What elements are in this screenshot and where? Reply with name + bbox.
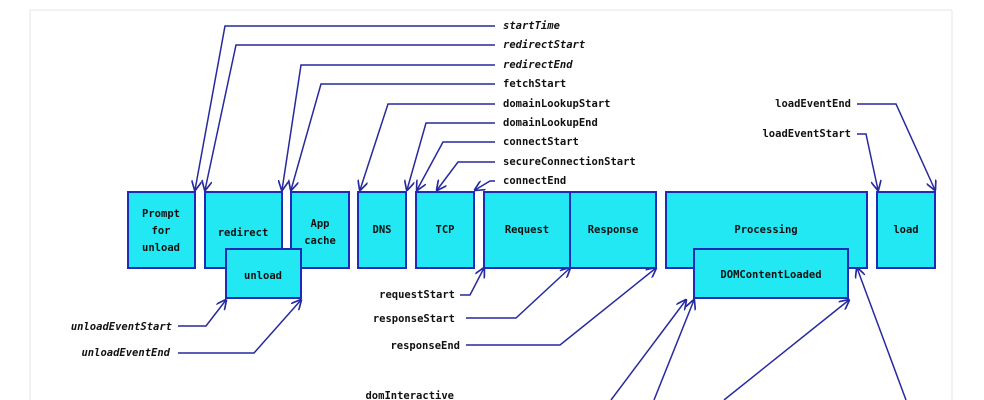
label-load-event-end: loadEventEnd <box>775 98 851 110</box>
line-redirect-start <box>205 44 495 190</box>
svg-text:Processing: Processing <box>734 224 797 236</box>
line-connect-start <box>417 141 495 190</box>
svg-text:unload: unload <box>244 270 282 282</box>
label-domain-lookup-start: domainLookupStart <box>503 98 610 110</box>
label-secure-connection-start: secureConnectionStart <box>503 156 636 168</box>
svg-text:load: load <box>893 224 918 236</box>
svg-text:redirect: redirect <box>218 227 269 239</box>
svg-text:TCP: TCP <box>436 224 455 236</box>
box-dom-content-loaded: DOMContentLoaded <box>693 248 849 299</box>
line-start-time <box>195 25 495 190</box>
svg-text:App: App <box>311 218 330 230</box>
line-dom-interactive <box>610 300 686 400</box>
label-request-start: requestStart <box>379 289 455 301</box>
label-response-start: responseStart <box>373 313 455 325</box>
box-tcp: TCP <box>415 191 475 269</box>
box-app-cache: App cache <box>290 191 350 269</box>
svg-text:DNS: DNS <box>373 224 392 236</box>
line-dom-complete <box>857 268 907 400</box>
box-prompt-for-unload: Prompt for unload <box>127 191 196 269</box>
line-domain-lookup-end <box>407 122 495 190</box>
label-load-event-start: loadEventStart <box>762 128 851 140</box>
box-unload: unload <box>225 248 302 299</box>
box-dns: DNS <box>357 191 407 269</box>
label-unload-event-end: unloadEventEnd <box>81 347 170 359</box>
label-connect-start: connectStart <box>503 136 579 148</box>
line-unload-event-end <box>178 300 301 354</box>
box-redirect: redirect <box>204 191 283 269</box>
line-domain-lookup-start <box>360 103 495 190</box>
label-domain-lookup-end: domainLookupEnd <box>503 117 598 129</box>
svg-text:for: for <box>152 225 171 237</box>
line-connect-end <box>475 180 495 190</box>
line-secure-connection-start <box>437 161 495 190</box>
svg-text:Prompt: Prompt <box>142 208 180 220</box>
label-redirect-end: redirectEnd <box>503 59 573 71</box>
svg-text:Request: Request <box>505 224 549 236</box>
label-start-time: startTime <box>503 20 560 32</box>
svg-text:DOMContentLoaded: DOMContentLoaded <box>720 269 821 281</box>
line-load-event-end <box>857 103 935 190</box>
label-fetch-start: fetchStart <box>503 78 566 90</box>
line-request-start <box>460 268 484 296</box>
line-dom-content-loaded-start <box>653 300 694 400</box>
svg-text:unload: unload <box>142 242 180 254</box>
label-connect-end: connectEnd <box>503 175 566 187</box>
line-response-start <box>466 268 570 319</box>
box-load: load <box>876 191 936 269</box>
label-unload-event-start: unloadEventStart <box>71 321 172 333</box>
label-response-end: responseEnd <box>390 340 460 352</box>
line-unload-event-start <box>178 300 226 327</box>
label-redirect-start: redirectStart <box>503 39 585 51</box>
line-redirect-end <box>282 64 495 190</box>
svg-text:cache: cache <box>304 235 336 247</box>
line-dom-content-loaded-end <box>723 300 849 400</box>
line-load-event-start <box>857 133 878 190</box>
label-dom-interactive: domInteractive <box>365 390 454 400</box>
box-response: Response <box>569 191 657 269</box>
box-request: Request <box>483 191 571 269</box>
line-fetch-start <box>291 83 495 190</box>
line-response-end <box>466 268 656 346</box>
svg-text:Response: Response <box>588 224 639 236</box>
